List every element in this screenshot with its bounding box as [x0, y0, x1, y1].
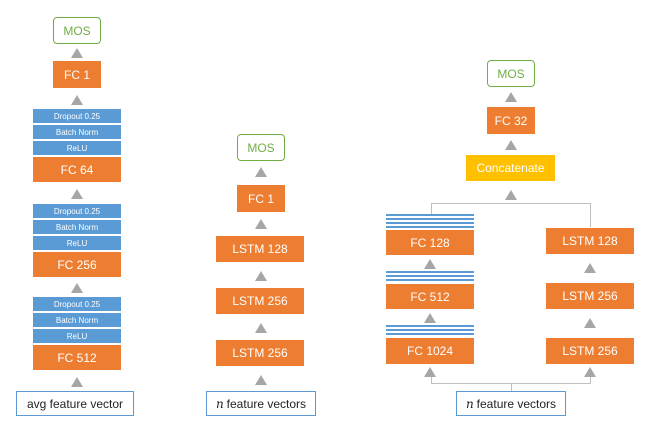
middle-lstm256-upper: LSTM 256 — [216, 288, 304, 314]
middle-arrow-fc1-mos — [255, 167, 267, 177]
right-arrow-lstm256-lstm256 — [584, 318, 596, 328]
left-b3-dropout: Dropout 0.25 — [33, 109, 121, 123]
middle-arrow-input-lstm256 — [255, 375, 267, 385]
right-mos-output: MOS — [487, 60, 535, 87]
right-fc128-stripe-4 — [386, 226, 474, 228]
right-fc512-stripe-2 — [386, 275, 474, 277]
middle-fc1: FC 1 — [237, 185, 285, 212]
right-fc512: FC 512 — [386, 284, 474, 309]
left-fc512: FC 512 — [33, 345, 121, 370]
right-lstm128: LSTM 128 — [546, 228, 634, 254]
right-arrow-lstm256-lstm128 — [584, 263, 596, 273]
right-fc128-stripe-3 — [386, 222, 474, 224]
right-arrow-fc1024-fc512 — [424, 313, 436, 323]
left-b1-dropout: Dropout 0.25 — [33, 297, 121, 311]
right-split-line-stem — [511, 383, 512, 391]
left-b3-batchnorm: Batch Norm — [33, 125, 121, 139]
middle-arrow-lstm256-lstm256 — [255, 323, 267, 333]
right-merge-line-top — [431, 203, 591, 204]
right-input-n-feature-vectors: n feature vectors — [456, 391, 566, 416]
right-fc128-stripe-1 — [386, 214, 474, 216]
left-arrow-input-b1 — [71, 377, 83, 387]
right-split-line-left — [431, 377, 432, 383]
left-b1-relu: ReLU — [33, 329, 121, 343]
left-mos-output: MOS — [53, 17, 101, 44]
right-arrow-fc32-mos — [505, 92, 517, 102]
right-merge-line-left — [431, 203, 432, 214]
right-fc1024-stripe-2 — [386, 329, 474, 331]
left-arrow-b3-fc1 — [71, 95, 83, 105]
middle-input-n: n — [215, 396, 224, 411]
left-b2-batchnorm: Batch Norm — [33, 220, 121, 234]
right-lstm256-upper: LSTM 256 — [546, 283, 634, 309]
right-fc512-stripe-1 — [386, 271, 474, 273]
left-fc64: FC 64 — [33, 157, 121, 182]
right-concatenate: Concatenate — [466, 155, 555, 181]
left-b2-relu: ReLU — [33, 236, 121, 250]
left-b3-relu: ReLU — [33, 141, 121, 155]
left-fc1: FC 1 — [53, 61, 101, 88]
right-arrow-concat-fc32 — [505, 140, 517, 150]
right-fc128: FC 128 — [386, 230, 474, 255]
left-arrow-b2-b3 — [71, 189, 83, 199]
left-b1-batchnorm: Batch Norm — [33, 313, 121, 327]
right-fc1024: FC 1024 — [386, 338, 474, 364]
right-split-line-right — [590, 377, 591, 383]
right-arrow-merge-concat — [505, 190, 517, 200]
right-input-label: feature vectors — [476, 396, 557, 411]
middle-lstm128: LSTM 128 — [216, 236, 304, 262]
right-arrow-split-fc1024 — [424, 367, 436, 377]
middle-input-n-feature-vectors: n feature vectors — [206, 391, 316, 416]
middle-lstm256-lower: LSTM 256 — [216, 340, 304, 366]
middle-arrow-lstm128-fc1 — [255, 219, 267, 229]
right-fc1024-stripe-3 — [386, 333, 474, 335]
left-arrow-b1-b2 — [71, 283, 83, 293]
right-lstm256-lower: LSTM 256 — [546, 338, 634, 364]
right-arrow-fc512-fc128 — [424, 259, 436, 269]
right-fc512-stripe-3 — [386, 279, 474, 281]
left-input-avg-feature-vector: avg feature vector — [16, 391, 134, 416]
right-fc32: FC 32 — [487, 107, 535, 134]
left-b2-dropout: Dropout 0.25 — [33, 204, 121, 218]
right-arrow-split-lstm256 — [584, 367, 596, 377]
right-merge-line-right — [590, 203, 591, 227]
right-input-n: n — [465, 396, 474, 411]
right-fc1024-stripe-1 — [386, 325, 474, 327]
left-arrow-fc1-mos — [71, 48, 83, 58]
middle-mos-output: MOS — [237, 134, 285, 161]
right-fc128-stripe-2 — [386, 218, 474, 220]
middle-input-label: feature vectors — [226, 396, 307, 411]
middle-arrow-lstm256-lstm128 — [255, 271, 267, 281]
left-fc256: FC 256 — [33, 252, 121, 277]
